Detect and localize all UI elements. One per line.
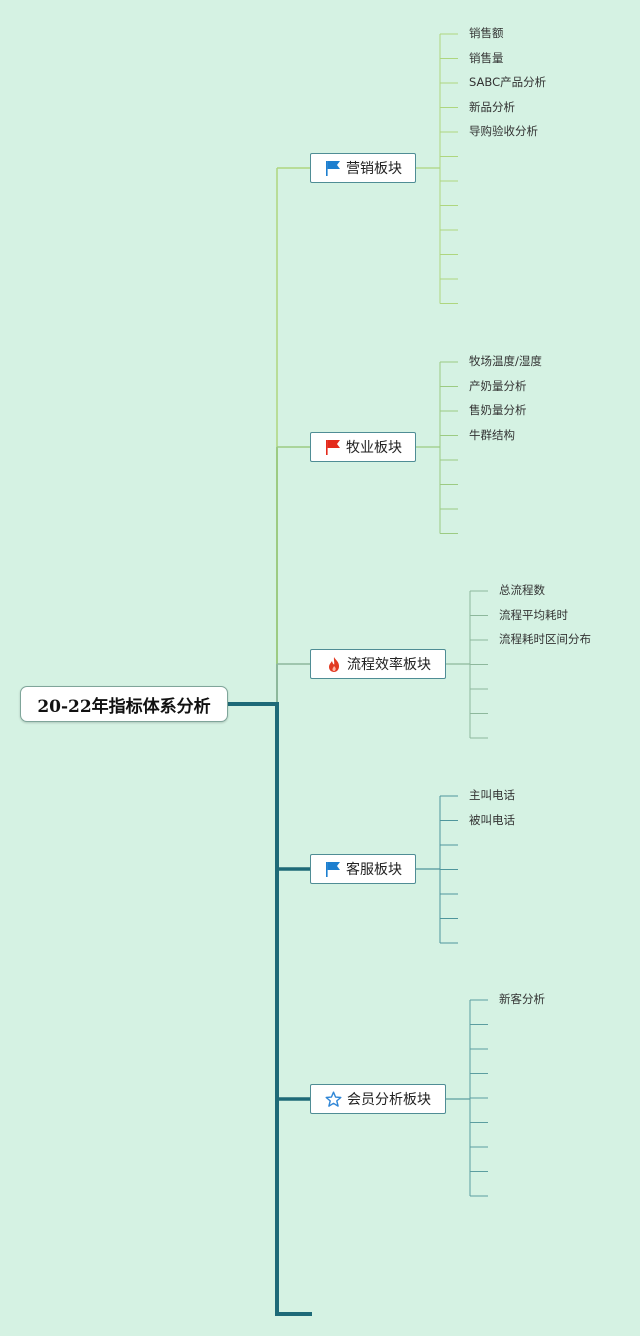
leaf-item[interactable]: 总流程数	[499, 583, 545, 597]
leaf-item[interactable]: 主叫电话	[469, 788, 515, 802]
leaf-item[interactable]: SABC产品分析	[469, 75, 547, 89]
leaf-item[interactable]: 新品分析	[469, 99, 515, 114]
topic-customer-service[interactable]: 客服板块	[310, 854, 416, 884]
leaf-item[interactable]: 流程平均耗时	[499, 607, 568, 622]
topic-process-efficiency-label: 流程效率板块	[347, 657, 431, 673]
topic-marketing-label: 营销板块	[346, 161, 402, 177]
blue-flag-icon	[324, 861, 341, 878]
leaf-item[interactable]: 新客分析	[499, 992, 545, 1006]
topic-process-efficiency[interactable]: 流程效率板块	[310, 649, 446, 679]
topic-dairy-farming-label: 牧业板块	[346, 440, 402, 456]
leaf-item[interactable]: 产奶量分析	[469, 378, 527, 393]
root-topic-label: 20-22年指标体系分析	[37, 696, 211, 717]
red-flag-icon	[324, 439, 341, 456]
leaf-item[interactable]: 牛群结构	[469, 427, 515, 442]
topic-customer-service-label: 客服板块	[346, 862, 402, 878]
fire-icon	[325, 656, 342, 673]
leaf-item[interactable]: 被叫电话	[469, 812, 515, 827]
topic-dairy-farming[interactable]: 牧业板块	[310, 432, 416, 462]
topic-member-analysis[interactable]: 会员分析板块	[310, 1084, 446, 1114]
leaf-item[interactable]: 流程耗时区间分布	[499, 632, 591, 646]
leaf-item[interactable]: 牧场温度/湿度	[469, 354, 542, 368]
leaf-item[interactable]: 销售量	[469, 50, 504, 65]
topic-member-analysis-label: 会员分析板块	[347, 1092, 431, 1108]
leaf-item[interactable]: 售奶量分析	[469, 403, 527, 417]
blue-flag-icon	[324, 160, 341, 177]
topic-marketing[interactable]: 营销板块	[310, 153, 416, 183]
leaf-item[interactable]: 导购验收分析	[469, 124, 538, 138]
root-topic[interactable]: 20-22年指标体系分析	[20, 686, 228, 722]
leaf-item[interactable]: 销售额	[469, 26, 504, 40]
star-icon	[325, 1091, 342, 1108]
